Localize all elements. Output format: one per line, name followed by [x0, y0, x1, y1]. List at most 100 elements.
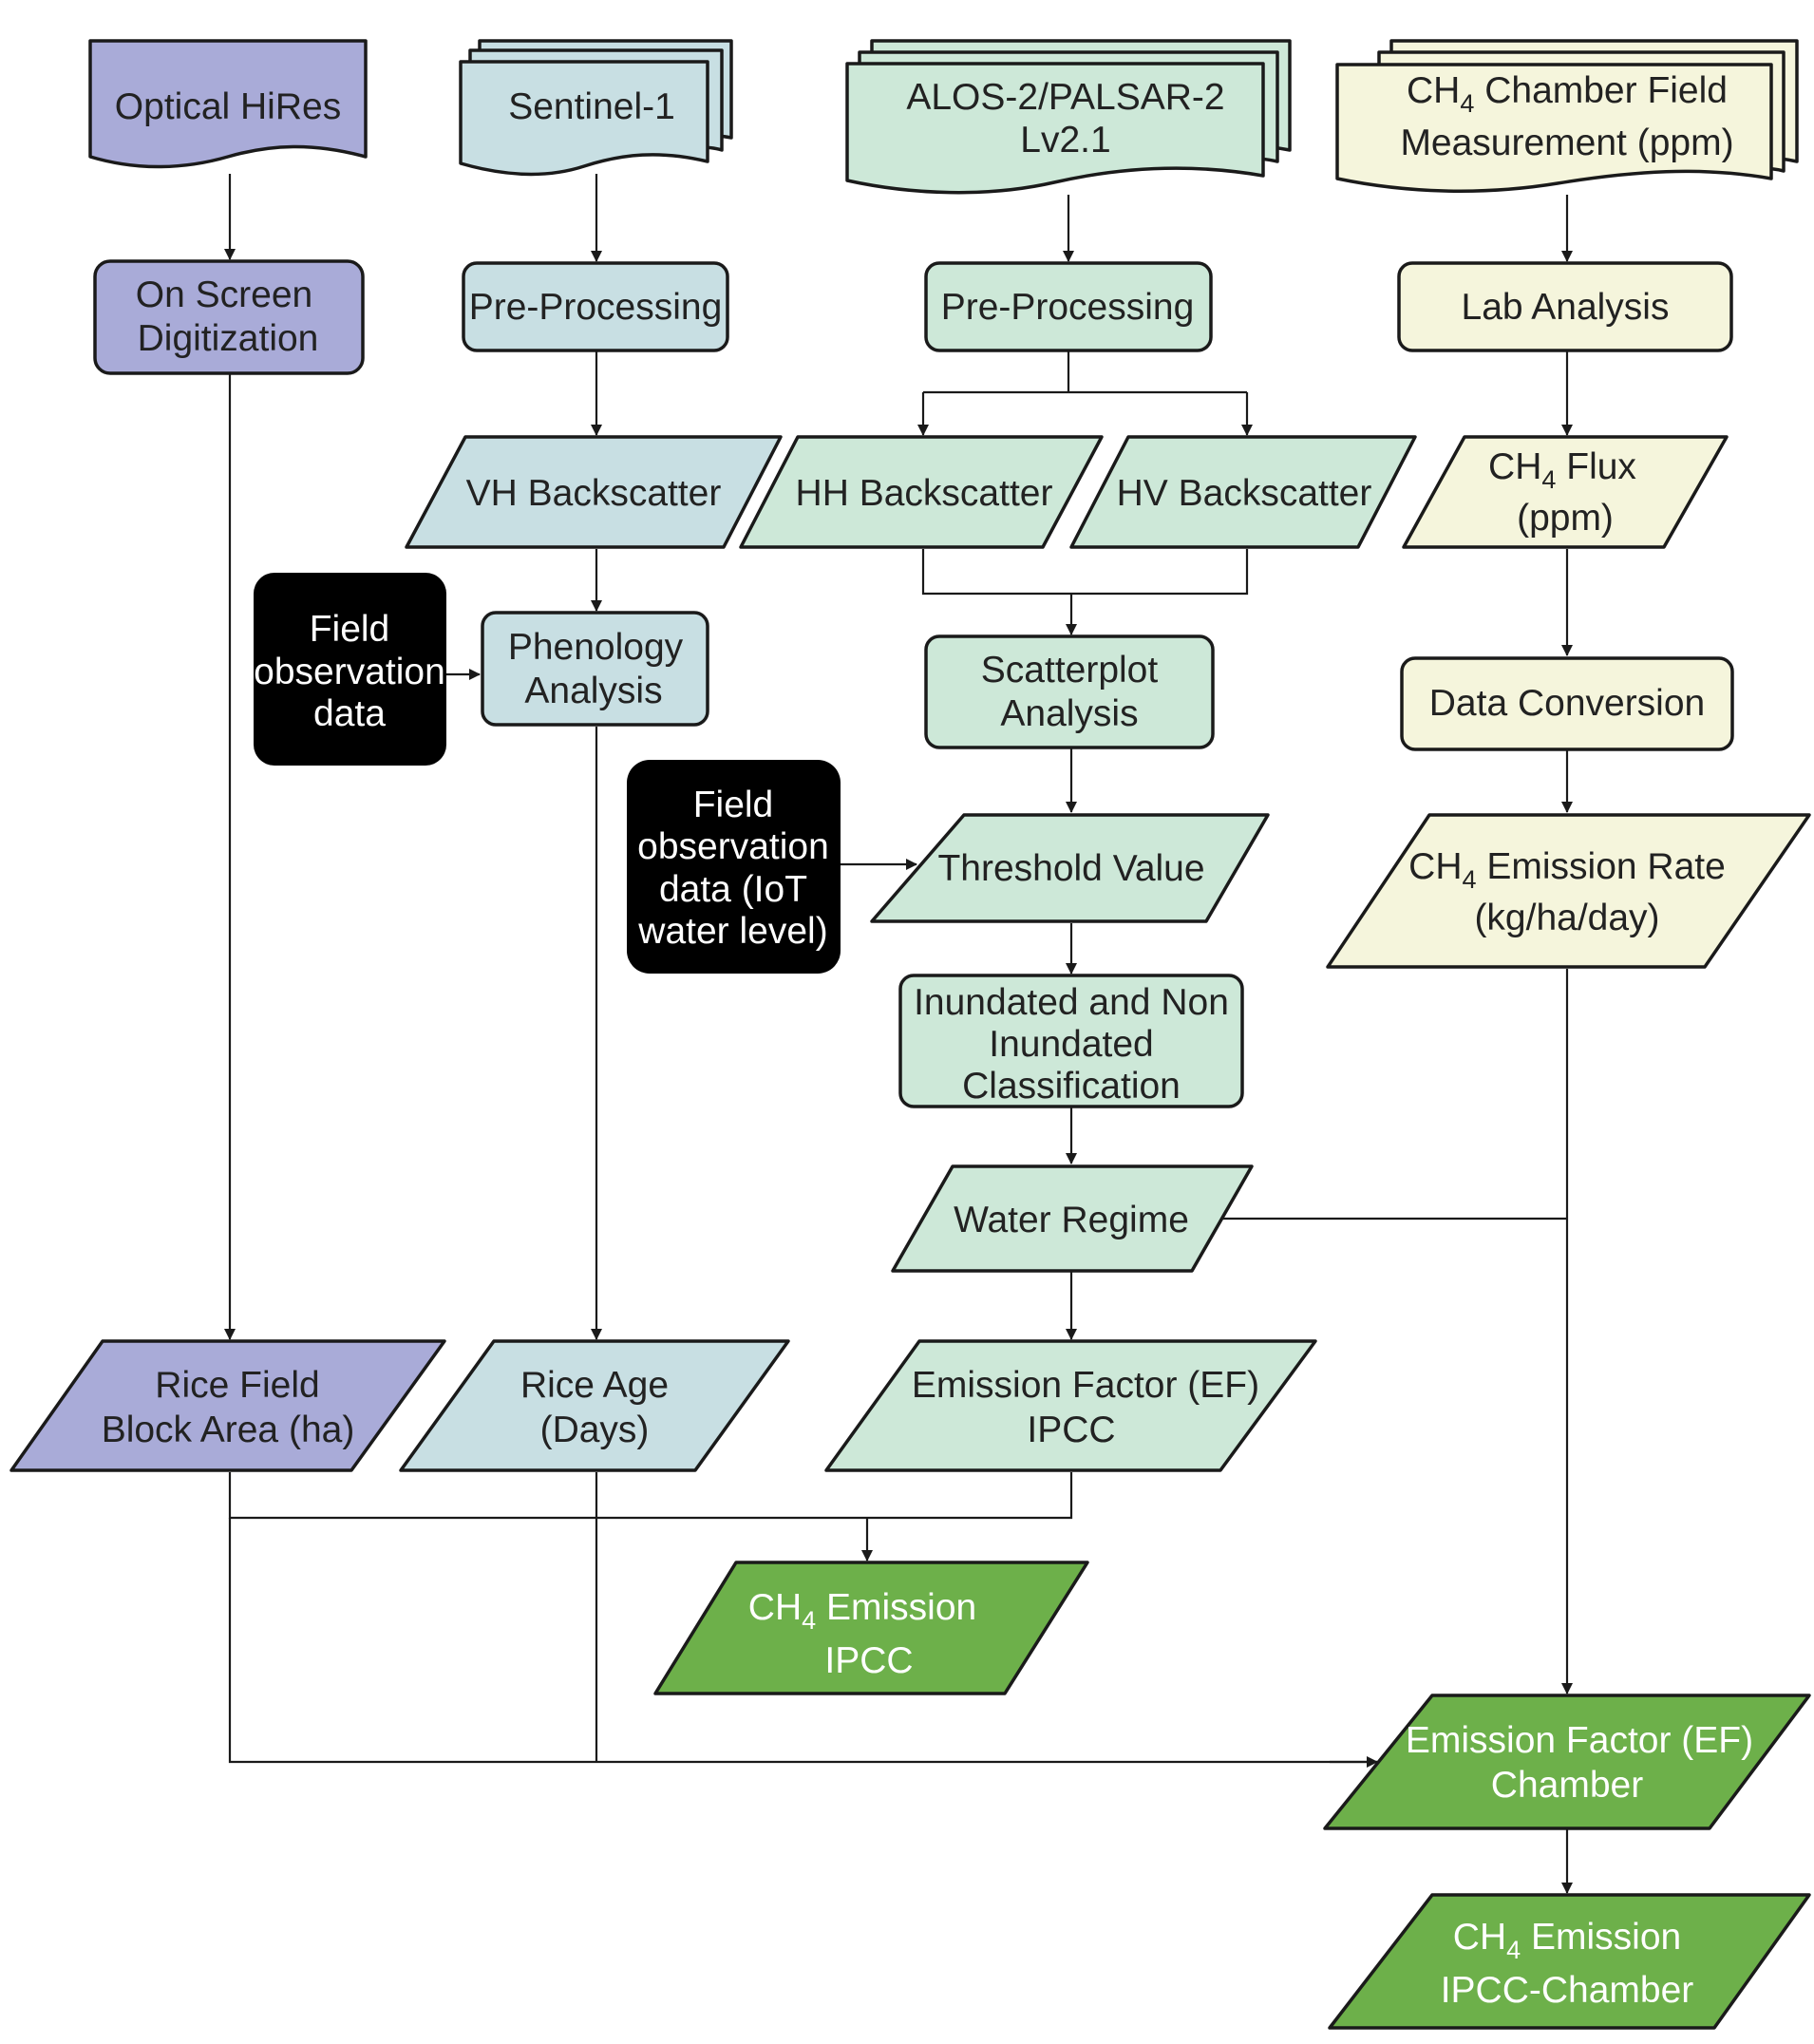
- edge-left-to-ef-chamber: [228, 1518, 1377, 1764]
- node-label: Sentinel-1: [508, 86, 675, 127]
- data-conversion-node: Data Conversion: [1400, 656, 1734, 751]
- node-label-line-1: Emission Factor (EF): [1406, 1720, 1753, 1761]
- document-shape: [1335, 63, 1773, 193]
- inundated-classification-node: Inundated and Non Inundated Classificati…: [898, 974, 1244, 1108]
- node-label-line-2: observation: [254, 652, 445, 692]
- process-shape: [462, 261, 729, 352]
- node-label: Threshold Value: [937, 848, 1204, 889]
- edge-backscatter-merge: [921, 549, 1249, 634]
- field-observation-data-node: Field observation data: [254, 573, 446, 766]
- external-input-shape: [254, 573, 446, 766]
- node-label-line-2: Inundated: [989, 1024, 1154, 1065]
- node-label: Water Regime: [954, 1200, 1189, 1240]
- node-label-line-3: data: [313, 693, 386, 734]
- process-shape: [93, 259, 365, 375]
- node-label: Pre-Processing: [941, 287, 1195, 328]
- vh-backscatter-node: VH Backscatter: [405, 435, 783, 549]
- document-shape: [459, 60, 709, 177]
- process-shape: [1400, 656, 1734, 751]
- result-data-shape: [1328, 1893, 1811, 2030]
- connectors: [224, 174, 1573, 1894]
- data-shape: [739, 435, 1104, 549]
- result-data-shape: [653, 1561, 1089, 1695]
- node-label-line-1: Phenology: [508, 627, 684, 668]
- node-label-line-2: (ppm): [1517, 498, 1614, 539]
- result-data-shape: [1323, 1694, 1811, 1830]
- data-shape: [824, 1339, 1317, 1472]
- node-label-line-3: Classification: [962, 1066, 1181, 1107]
- field-observation-iot-node: Field observation data (IoT water level): [627, 760, 841, 974]
- rice-field-block-area-node: Rice Field Block Area (ha): [9, 1339, 446, 1472]
- node-label: HV Backscatter: [1117, 473, 1372, 514]
- node-label: Pre-Processing: [469, 287, 723, 328]
- node-label-line-1: CH4 Emission: [748, 1587, 976, 1635]
- rice-age-node: Rice Age (Days): [399, 1339, 790, 1472]
- document-shape: [845, 62, 1265, 195]
- node-label-line-1: ALOS-2/PALSAR-2: [906, 77, 1224, 118]
- process-shape: [481, 611, 709, 727]
- node-label-line-1: Scatterplot: [981, 650, 1159, 691]
- node-label-line-2: Block Area (ha): [102, 1410, 355, 1450]
- data-shape: [1402, 435, 1729, 549]
- process-shape: [898, 974, 1244, 1108]
- node-label-line-1: Emission Factor (EF): [912, 1365, 1259, 1406]
- process-shape: [924, 261, 1213, 352]
- node-label-line-2: Measurement (ppm): [1400, 123, 1733, 163]
- node-label-line-1: CH4 Emission: [1453, 1917, 1681, 1964]
- data-shape: [870, 813, 1270, 923]
- external-input-shape: [627, 760, 841, 974]
- node-label-line-2: Chamber: [1491, 1765, 1643, 1806]
- data-shape: [9, 1339, 446, 1472]
- ef-ipcc-node: Emission Factor (EF) IPCC: [824, 1339, 1317, 1472]
- node-label-line-2: IPCC-Chamber: [1441, 1970, 1694, 2011]
- scatterplot-analysis-node: Scatterplot Analysis: [924, 634, 1215, 749]
- water-regime-node: Water Regime: [891, 1164, 1254, 1273]
- node-label: Optical HiRes: [115, 86, 341, 127]
- phenology-analysis-node: Phenology Analysis: [481, 611, 709, 727]
- node-label-line-3: data (IoT: [659, 869, 807, 910]
- ch4-flux-node: CH4 Flux (ppm): [1402, 435, 1729, 549]
- node-label: Data Conversion: [1429, 683, 1705, 724]
- data-shape: [1326, 813, 1811, 969]
- node-label: VH Backscatter: [466, 473, 722, 514]
- node-label-line-2: IPCC: [824, 1640, 913, 1681]
- data-shape: [399, 1339, 790, 1472]
- node-label-line-1: CH4 Chamber Field: [1407, 70, 1728, 118]
- node-label-line-2: Digitization: [138, 318, 319, 359]
- on-screen-digitization-node: On Screen Digitization: [93, 259, 365, 375]
- hh-backscatter-node: HH Backscatter: [739, 435, 1104, 549]
- process-shape: [924, 634, 1215, 749]
- data-shape: [891, 1164, 1254, 1273]
- optical-hires-node: Optical HiRes: [88, 39, 368, 169]
- node-label-line-1: On Screen: [136, 274, 312, 315]
- node-label-line-1: Inundated and Non: [914, 982, 1229, 1023]
- ef-chamber-node: Emission Factor (EF) Chamber: [1323, 1694, 1811, 1830]
- node-label-line-1: Field: [693, 785, 774, 825]
- node-label-line-2: IPCC: [1027, 1410, 1115, 1450]
- node-label-line-1: Rice Age: [520, 1365, 669, 1406]
- ch4-chamber-field-node: CH4 Chamber Field Measurement (ppm): [1335, 39, 1799, 193]
- data-shape: [1069, 435, 1417, 549]
- s1-preprocessing-node: Pre-Processing: [462, 261, 729, 352]
- hv-backscatter-node: HV Backscatter: [1069, 435, 1417, 549]
- document-shape: [88, 39, 368, 169]
- ch4-emission-ipcc-chamber-node: CH4 Emission IPCC-Chamber: [1328, 1893, 1811, 2030]
- node-label-line-4: water level): [637, 911, 827, 952]
- node-label-line-2: (kg/ha/day): [1474, 898, 1659, 938]
- node-label-line-1: Field: [310, 609, 390, 650]
- data-shape: [405, 435, 783, 549]
- ch4-emission-ipcc-node: CH4 Emission IPCC: [653, 1561, 1089, 1695]
- process-shape: [1397, 261, 1733, 352]
- edge-preprocessing-split: [923, 351, 1247, 394]
- edge-to-ch4-emission-ipcc: [228, 1472, 1073, 1561]
- threshold-value-node: Threshold Value: [870, 813, 1270, 923]
- node-label-line-1: CH4 Flux: [1488, 446, 1636, 494]
- node-label-line-1: CH4 Emission Rate: [1408, 846, 1726, 894]
- node-label-line-2: Analysis: [1000, 693, 1138, 734]
- node-label: HH Backscatter: [796, 473, 1053, 514]
- node-label: Lab Analysis: [1462, 287, 1670, 328]
- node-label-line-2: observation: [637, 826, 829, 867]
- node-label-line-2: Analysis: [524, 671, 662, 711]
- ch4-emission-rate-node: CH4 Emission Rate (kg/ha/day): [1326, 813, 1811, 969]
